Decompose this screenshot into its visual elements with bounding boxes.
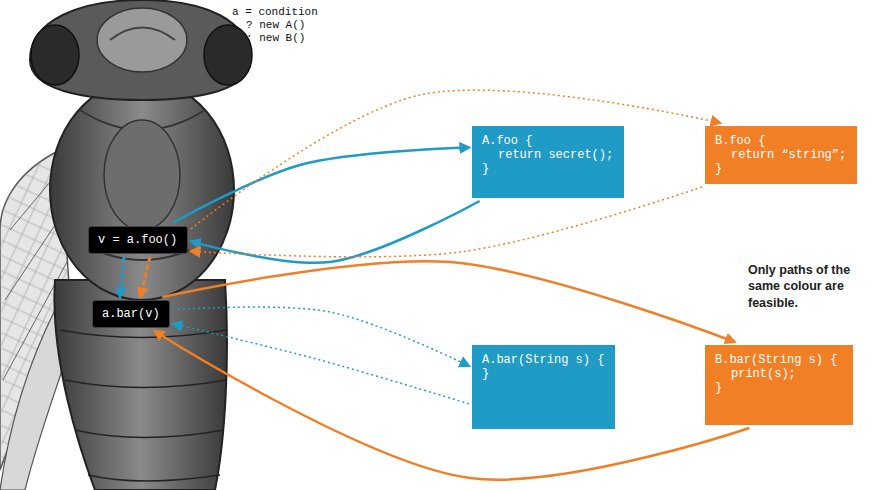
method-box: B.bar(String s) {print(s);} (705, 345, 853, 425)
code-label: a = condition (232, 6, 318, 18)
code-line: A.foo { (482, 134, 614, 148)
method-box: A.foo {return secret();} (472, 126, 624, 198)
code-label: ? new A() (246, 19, 305, 31)
flow-arrow (191, 90, 720, 229)
code-line: print(s); (731, 367, 843, 381)
flow-arrow (140, 257, 150, 297)
code-line: } (482, 162, 614, 176)
code-line: B.bar(String s) { (715, 353, 843, 367)
code-line: return secret(); (498, 148, 614, 162)
code-line: B.foo { (715, 134, 847, 148)
code-line: } (715, 162, 847, 176)
flow-arrow (120, 257, 124, 297)
flow-arrow (154, 331, 749, 480)
code-line: } (482, 367, 605, 381)
method-box: A.bar(String s) {} (472, 345, 615, 429)
method-box: B.foo {return “string”;} (705, 126, 857, 184)
flow-arrow (162, 261, 734, 342)
code-line: A.bar(String s) { (482, 353, 605, 367)
code-line: return “string”; (731, 148, 847, 162)
call-box: v = a.foo() (88, 226, 188, 254)
flow-arrow (173, 307, 469, 366)
code-label: : new B() (246, 32, 305, 44)
code-line: a.bar(v) (102, 307, 160, 321)
flow-arrow (173, 148, 469, 223)
flow-arrow (191, 187, 702, 257)
code-line: } (715, 381, 843, 395)
flow-arrow (173, 324, 469, 404)
call-box: a.bar(v) (92, 300, 170, 328)
code-line: v = a.foo() (98, 233, 178, 247)
note-text: Only paths of the same colour are feasib… (748, 262, 856, 311)
